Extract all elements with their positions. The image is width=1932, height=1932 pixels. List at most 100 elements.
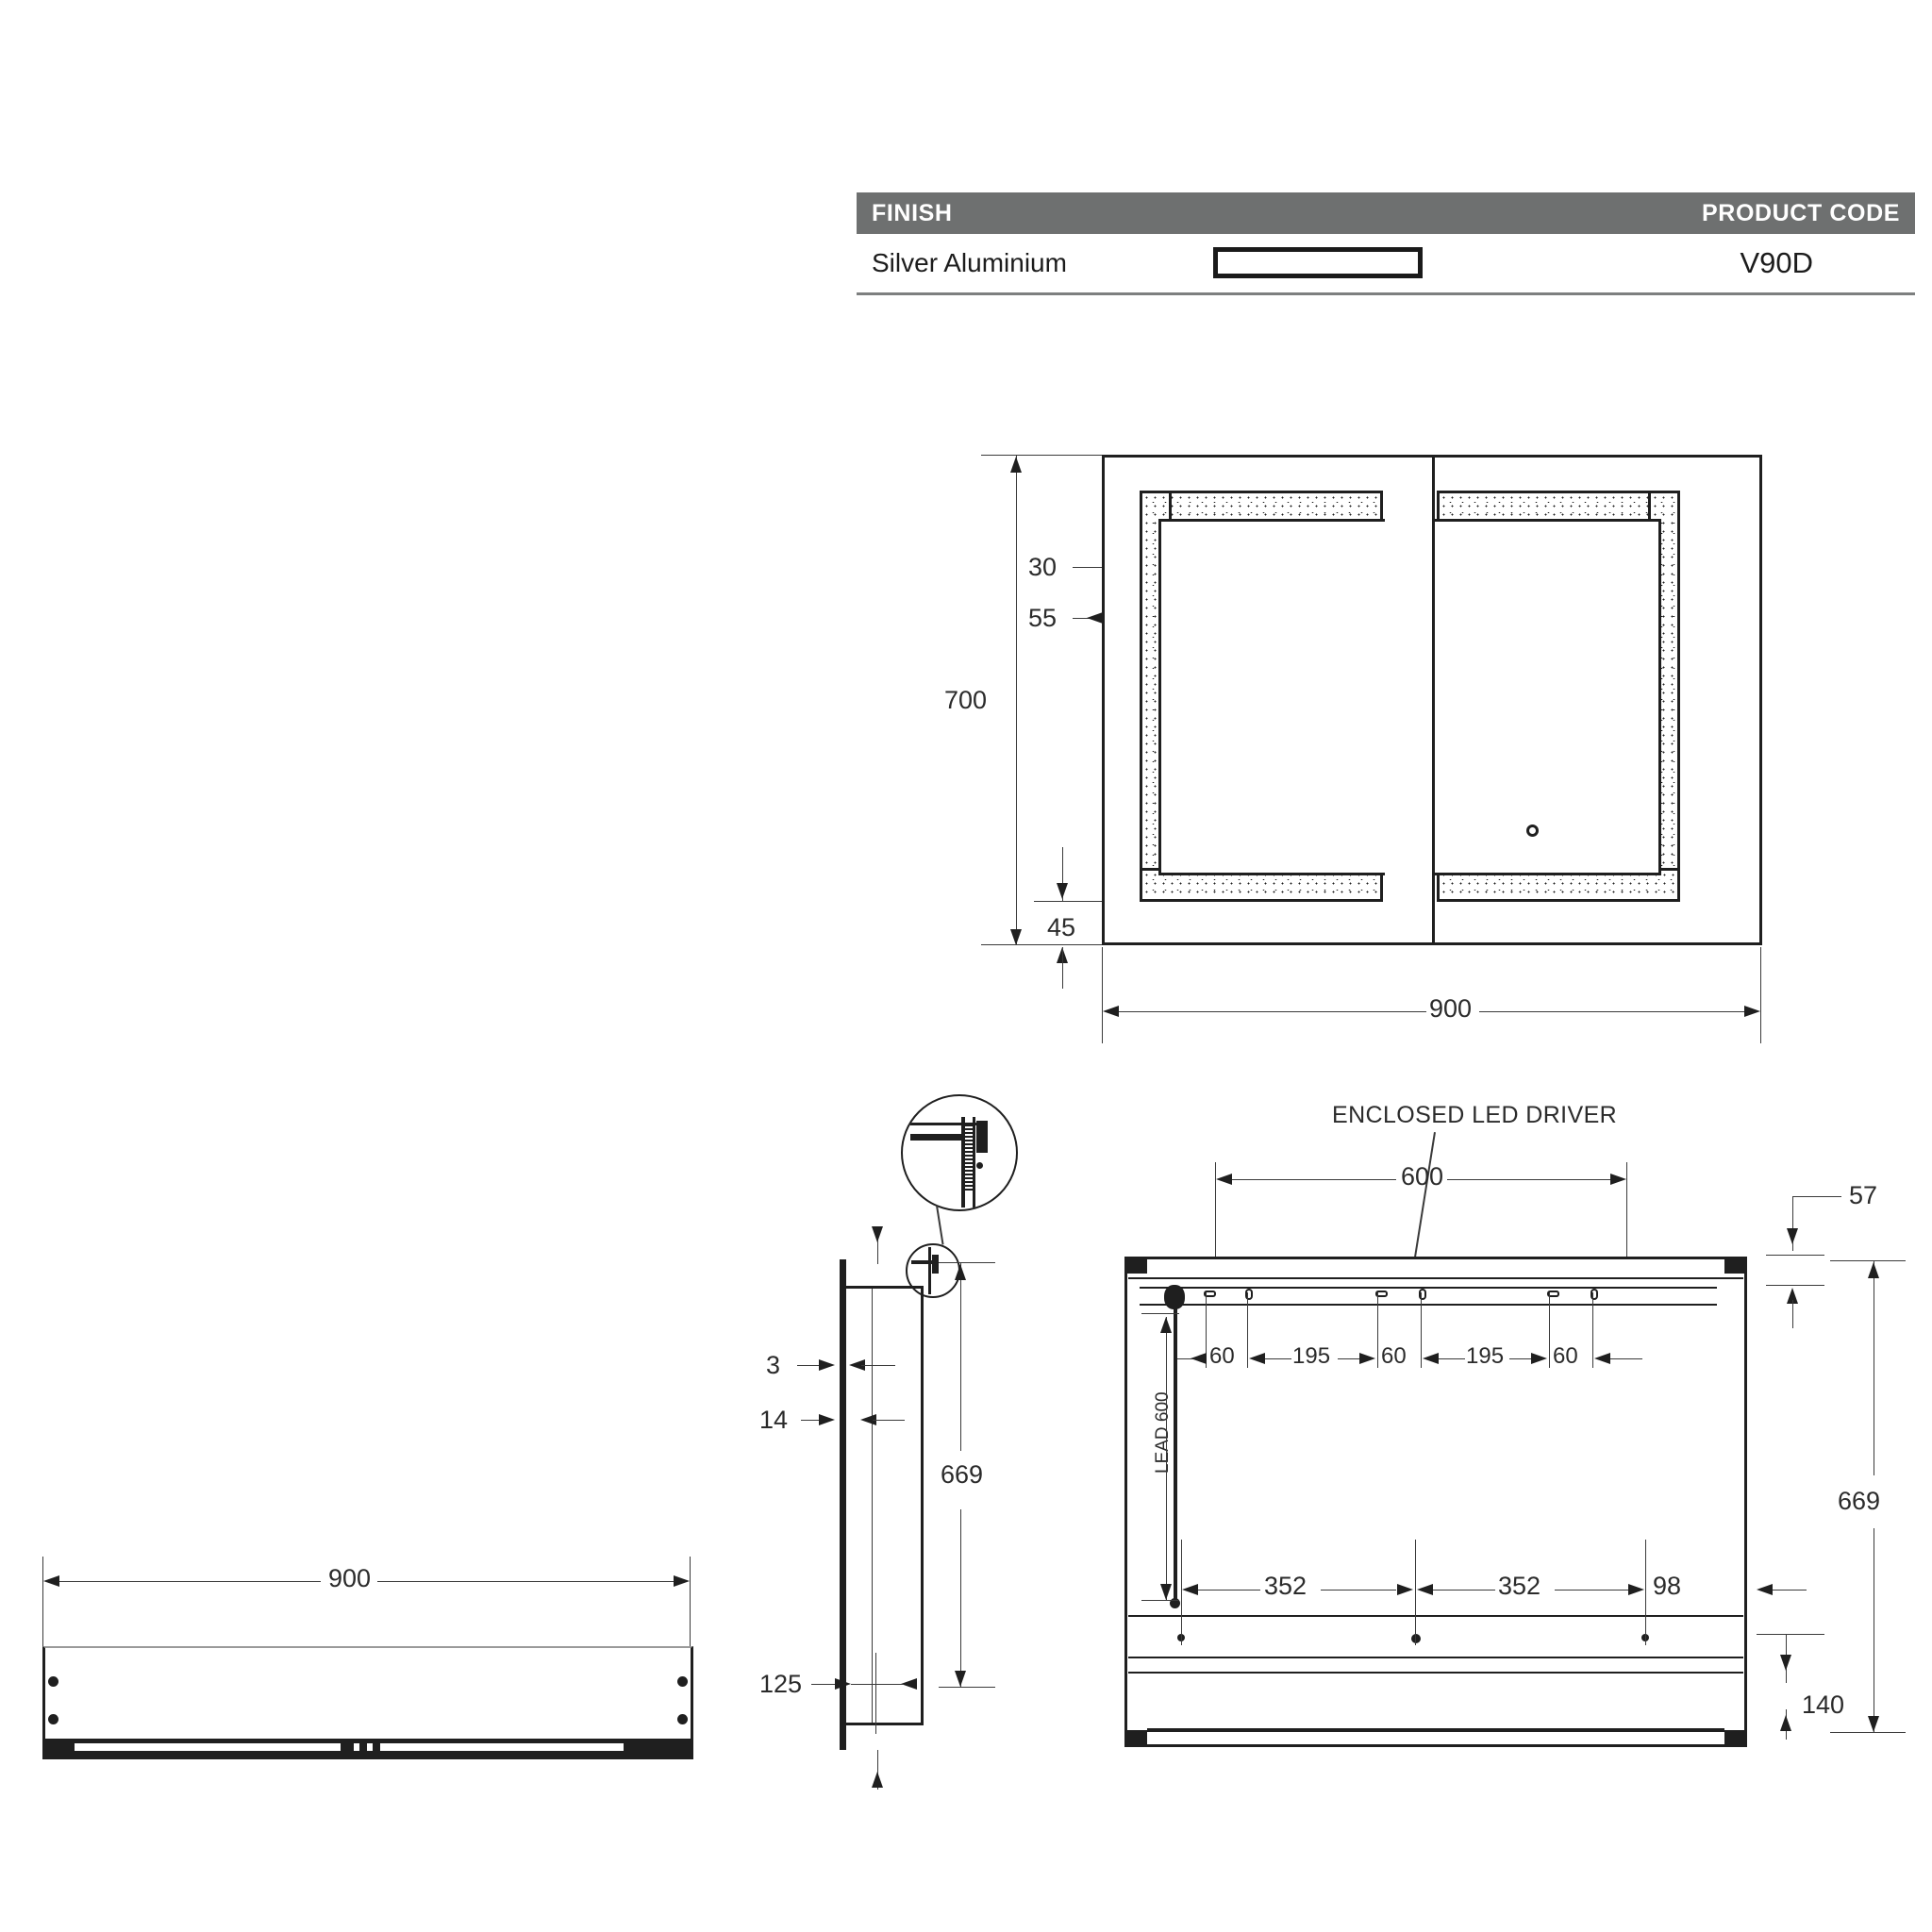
chain2-line-c bbox=[1773, 1590, 1807, 1591]
dim-ref-lead-bot bbox=[1141, 1600, 1179, 1602]
spec-table-row: Silver Aluminium V90D bbox=[857, 234, 1915, 295]
chain-arrow-c bbox=[1594, 1353, 1610, 1364]
corner-block-br bbox=[1724, 1730, 1745, 1745]
dim-ext-45 bbox=[1062, 847, 1064, 902]
dim-arrow-900-plan-right bbox=[674, 1575, 690, 1587]
dim-arrow-14-b bbox=[860, 1414, 876, 1425]
enclosed-led-driver-note: ENCLOSED LED DRIVER bbox=[1332, 1102, 1618, 1128]
dim-arrow-600-left bbox=[1216, 1174, 1232, 1185]
dim-arrow-900-left bbox=[1103, 1006, 1119, 1017]
detail-dot bbox=[976, 1162, 983, 1169]
section-top bbox=[840, 1286, 924, 1289]
led-band-right-top bbox=[1437, 491, 1680, 525]
dim-line-900-plan-a bbox=[55, 1581, 321, 1583]
dim-ref-45-top bbox=[1034, 901, 1166, 903]
mount-bolt-1 bbox=[1245, 1289, 1253, 1300]
dim-ref-669-rear-top bbox=[1830, 1260, 1906, 1262]
chain-ext-6 bbox=[1592, 1292, 1594, 1368]
plan-base-gap-mid-b bbox=[367, 1743, 373, 1751]
dim-label-352-a: 352 bbox=[1264, 1572, 1307, 1600]
dim-label-352-b: 352 bbox=[1498, 1572, 1541, 1600]
mount-bolt-3 bbox=[1591, 1289, 1598, 1300]
dim-arrow-3-a bbox=[819, 1359, 835, 1371]
dim-arrow-lead-up bbox=[1160, 1317, 1172, 1333]
dim-leader-125 bbox=[811, 1684, 841, 1686]
dim-leader-57 bbox=[1792, 1196, 1841, 1198]
dim-ext-45-b bbox=[1062, 947, 1064, 989]
plan-base-gap-left bbox=[75, 1743, 341, 1751]
corner-block-tl bbox=[1126, 1258, 1147, 1274]
corner-block-bl bbox=[1126, 1730, 1147, 1745]
detail-sm-line-a bbox=[928, 1247, 931, 1294]
dim-ext-669-side-b bbox=[960, 1509, 962, 1687]
dim-label-3: 3 bbox=[766, 1351, 781, 1379]
product-code-value: V90D bbox=[1740, 246, 1813, 279]
dim-arrow-140-up bbox=[1780, 1715, 1791, 1731]
plan-hinge-dot-tl bbox=[48, 1676, 58, 1687]
dim-arrow-top-side bbox=[872, 1226, 883, 1242]
dim-label-60-a: 60 bbox=[1209, 1343, 1235, 1369]
chain2-arrow-a bbox=[1182, 1584, 1198, 1595]
dim-label-195-a: 195 bbox=[1292, 1343, 1331, 1369]
dim-ref-line-top bbox=[981, 455, 1113, 457]
plan-view-bottom bbox=[42, 1646, 693, 1759]
finish-value: Silver Aluminium bbox=[872, 248, 1067, 277]
chain-arrow-a bbox=[1249, 1353, 1265, 1364]
chain-ext-2 bbox=[1247, 1292, 1249, 1368]
dim-label-98: 98 bbox=[1653, 1572, 1682, 1600]
chain2-ext-1 bbox=[1181, 1540, 1183, 1645]
mirror-panel-left bbox=[1158, 519, 1385, 875]
dim-ext-600-right bbox=[1626, 1162, 1628, 1275]
dim-arrow-57-up bbox=[1787, 1288, 1798, 1304]
section-inner-line bbox=[872, 1286, 874, 1725]
chain2-line-a bbox=[1198, 1590, 1260, 1591]
dim-arrow-900-plan-left bbox=[43, 1575, 59, 1587]
mount-bolt-2 bbox=[1419, 1289, 1426, 1300]
detail-sm-block bbox=[932, 1255, 939, 1274]
dim-arrow-14-a bbox=[819, 1414, 835, 1425]
led-band-left-bottom bbox=[1140, 868, 1383, 902]
detail-callout-bubble-small bbox=[906, 1243, 960, 1298]
lead-grommet bbox=[1164, 1285, 1185, 1309]
chain2-line-a2 bbox=[1321, 1590, 1396, 1591]
dim-line-900-a bbox=[1115, 1011, 1426, 1013]
touch-sensor-button[interactable] bbox=[1526, 824, 1539, 837]
dim-ext-lead-600 bbox=[1166, 1317, 1168, 1600]
dim-ref-669-rear-bot bbox=[1830, 1732, 1906, 1734]
dim-label-669-rear: 669 bbox=[1838, 1487, 1881, 1515]
rear-top-rail-line bbox=[1128, 1277, 1743, 1280]
dim-label-900-plan: 900 bbox=[328, 1564, 372, 1592]
plan-base-gap-right bbox=[380, 1743, 624, 1751]
dim-line-600-a bbox=[1226, 1179, 1396, 1181]
dim-arrow-669-rear-down bbox=[1868, 1716, 1879, 1732]
dim-arrow-lead-down bbox=[1160, 1584, 1172, 1600]
dim-line-125 bbox=[851, 1684, 904, 1686]
dim-arrow-125-a bbox=[835, 1678, 851, 1690]
detail-leader-line bbox=[936, 1205, 944, 1245]
dim-ext-600-left bbox=[1215, 1162, 1217, 1275]
dim-ext-669-side-a bbox=[960, 1262, 962, 1451]
detail-block bbox=[976, 1121, 988, 1153]
dim-label-195-b: 195 bbox=[1466, 1343, 1505, 1369]
side-section-view bbox=[840, 1259, 926, 1750]
dim-ext-bottom-side bbox=[877, 1750, 879, 1790]
dim-ext-line-700 bbox=[1016, 455, 1018, 945]
dim-arrow-669-rear-up bbox=[1868, 1262, 1879, 1278]
dim-arrow-55-left bbox=[1087, 612, 1103, 624]
corner-block-tr bbox=[1724, 1258, 1745, 1274]
dim-arrow-45-down bbox=[1057, 883, 1068, 899]
dim-label-125: 125 bbox=[759, 1670, 803, 1698]
rear-shelf-line-top bbox=[1128, 1615, 1743, 1618]
dim-label-45: 45 bbox=[1047, 913, 1076, 941]
spec-table: FINISH PRODUCT CODE Silver Aluminium V90… bbox=[857, 192, 1915, 295]
chain2-line-b2 bbox=[1555, 1590, 1628, 1591]
chain-ext-1 bbox=[1206, 1292, 1208, 1368]
dim-ext-57-b bbox=[1792, 1300, 1794, 1328]
dim-label-57: 57 bbox=[1849, 1181, 1878, 1209]
product-code-column-header: PRODUCT CODE bbox=[1702, 199, 1900, 226]
lead-600-label: LEAD 600 bbox=[1153, 1391, 1173, 1474]
dim-ext-top-side bbox=[877, 1226, 879, 1264]
mirror-panel-right bbox=[1435, 519, 1661, 875]
chain2-ext-2 bbox=[1415, 1540, 1417, 1645]
spec-table-header: FINISH PRODUCT CODE bbox=[857, 192, 1915, 234]
